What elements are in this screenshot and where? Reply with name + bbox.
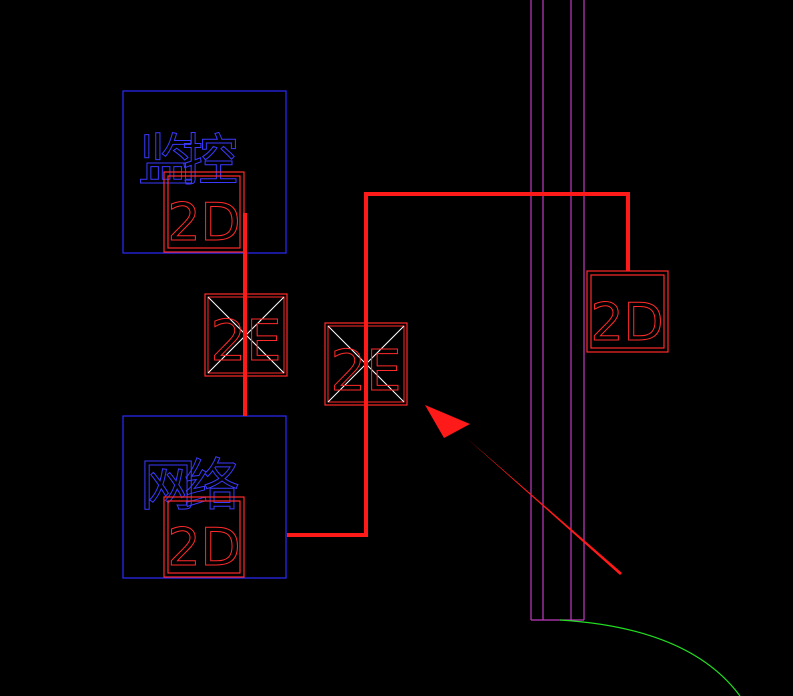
room-monitor-device-label: 2D xyxy=(167,193,240,253)
room-monitor-outline xyxy=(122,90,287,254)
device-right-label: 2D xyxy=(590,293,663,353)
room-monitor-device-inner xyxy=(167,175,241,249)
device-right-inner xyxy=(590,274,665,349)
cable-network-to-right-device xyxy=(287,192,630,537)
room-monitor-device-outer xyxy=(163,171,245,253)
room-network-outline xyxy=(122,415,287,579)
room-network-device-outer xyxy=(163,496,245,578)
green-arc xyxy=(559,619,741,696)
room-network-label: 网络 xyxy=(140,454,240,519)
room-network-device-inner xyxy=(167,500,241,574)
cables xyxy=(243,192,630,537)
annotation-arrow-head xyxy=(425,405,470,438)
room-network-device-label: 2D xyxy=(167,518,240,578)
annotation-arrow-shaft xyxy=(452,425,622,575)
annotation-arrow xyxy=(425,405,622,575)
riser-shaft xyxy=(530,0,585,621)
device-right[interactable]: 2D xyxy=(586,270,669,354)
room-network[interactable]: 网络 2D xyxy=(122,415,287,579)
room-monitor[interactable]: 监控 2D xyxy=(122,90,287,254)
room-monitor-label: 监控 xyxy=(138,129,238,194)
